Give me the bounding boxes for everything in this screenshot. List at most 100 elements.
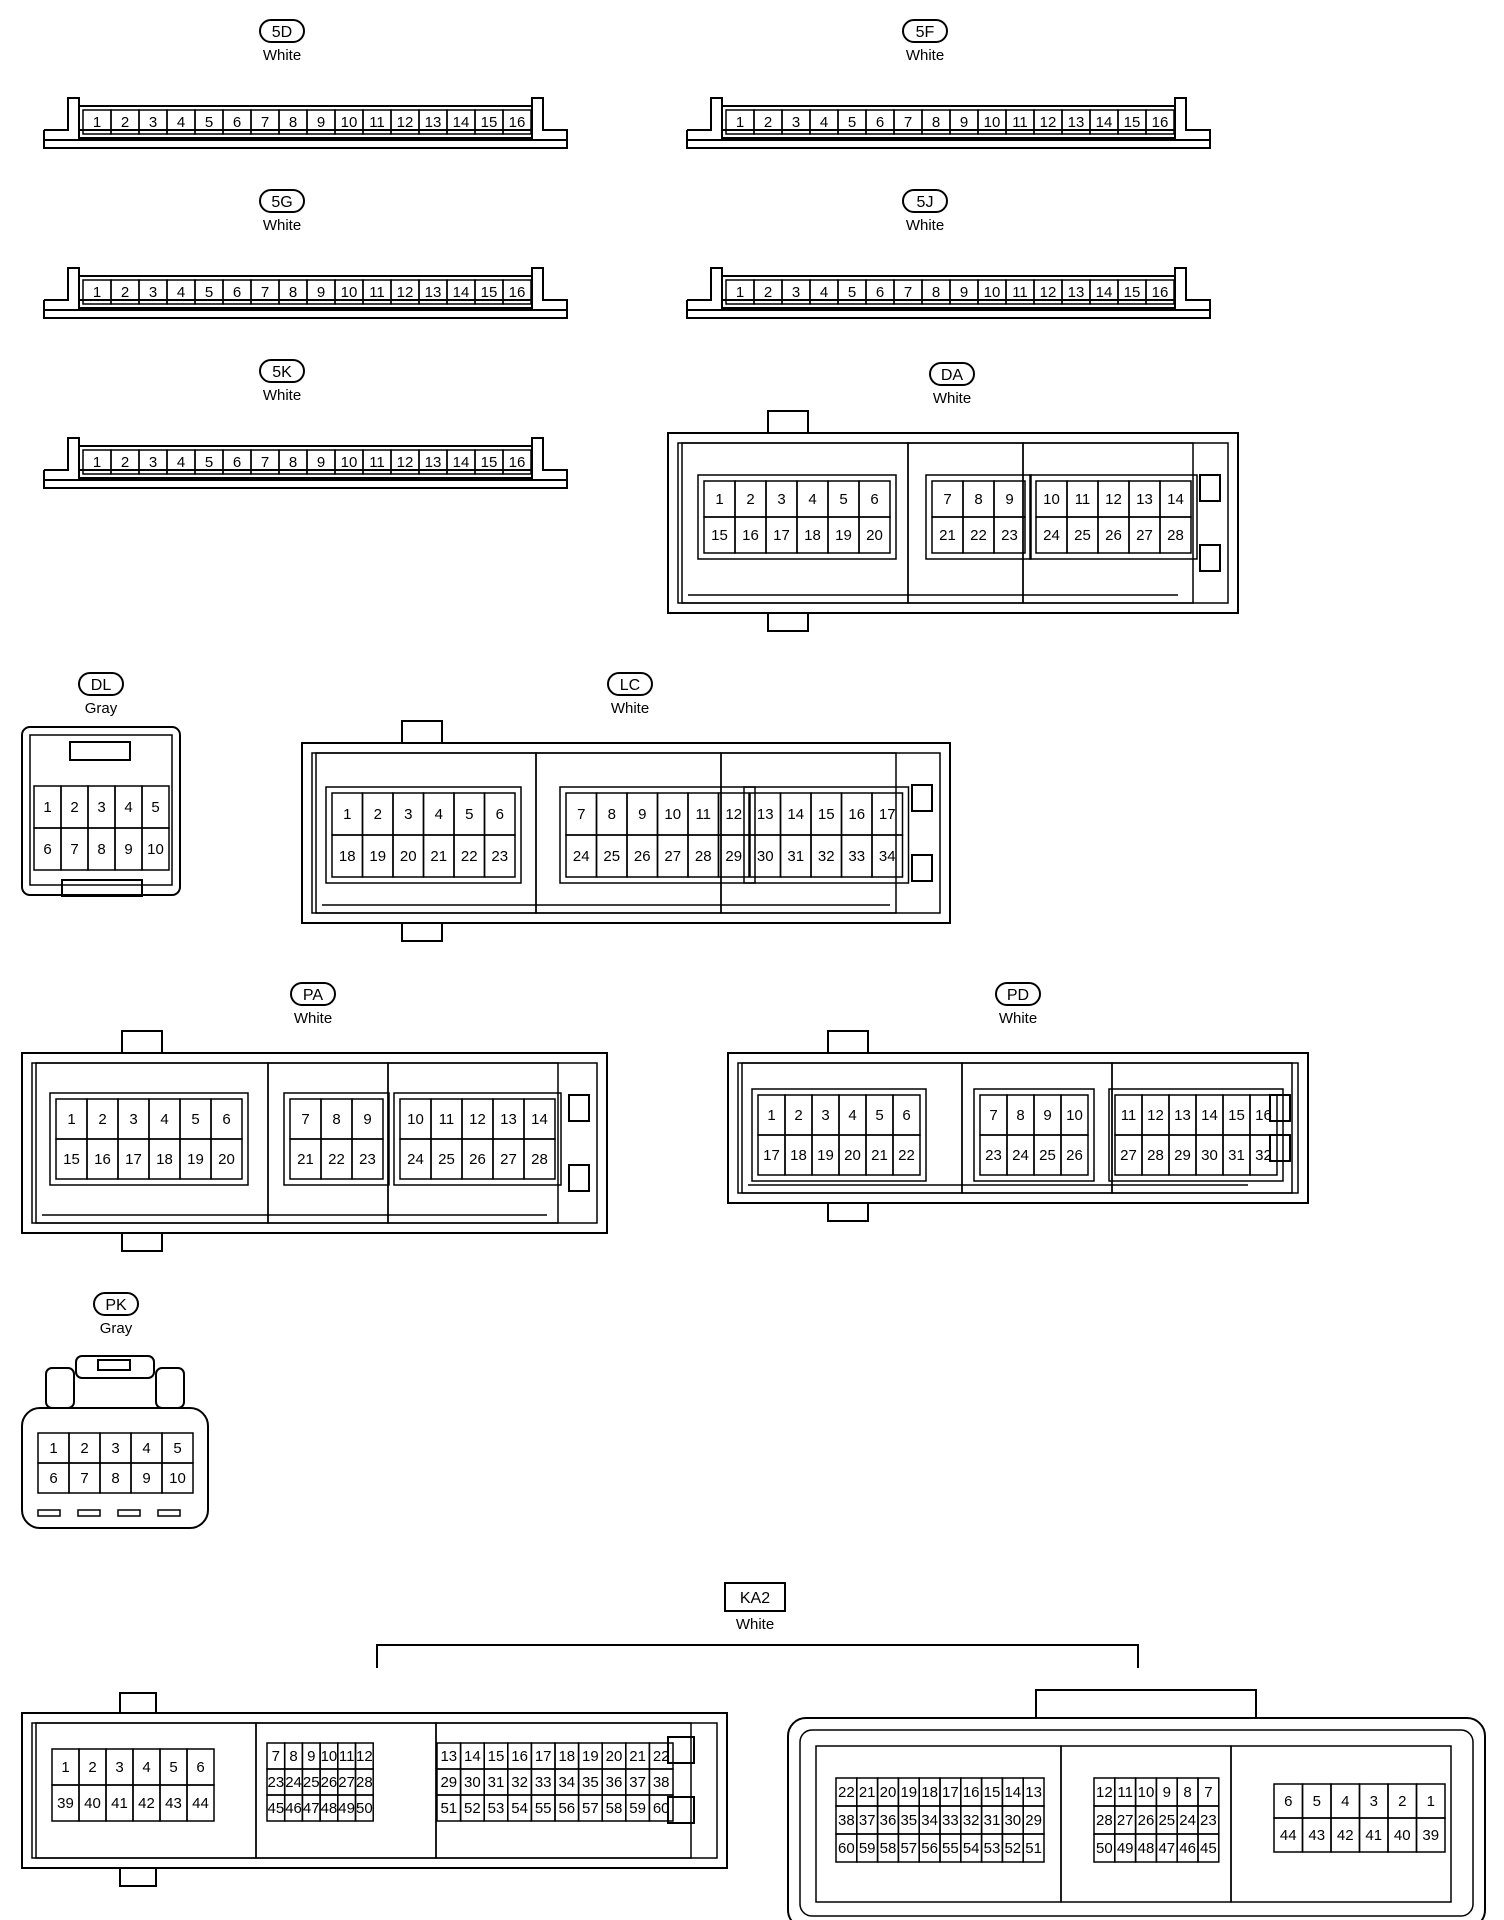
pin-number: 5 — [875, 1107, 883, 1124]
pin-number: 26 — [1138, 1812, 1155, 1829]
pin-number: 4 — [160, 1111, 168, 1128]
pin-number: 8 — [289, 114, 297, 131]
pin-number: 47 — [303, 1800, 320, 1817]
pin-number: 26 — [634, 848, 651, 865]
pin-number: 1 — [61, 1759, 69, 1776]
connector-section — [535, 752, 722, 914]
pin-number: 7 — [272, 1748, 280, 1765]
pin-number: 12 — [397, 284, 414, 301]
lock-tab — [75, 1355, 155, 1379]
pin-number: 23 — [985, 1147, 1002, 1164]
connector-section — [1111, 1062, 1293, 1194]
pin-number: 12 — [1040, 284, 1057, 301]
connector-section — [435, 1722, 692, 1859]
pin-number: 29 — [440, 1774, 457, 1791]
connector-housing — [21, 1052, 608, 1234]
connector-color-label: White — [263, 47, 301, 64]
pin-cell — [858, 516, 891, 554]
pin-number: 37 — [629, 1774, 646, 1791]
pin-number: 24 — [1179, 1812, 1196, 1829]
pin-number: 51 — [1025, 1840, 1042, 1857]
lock-tab — [1035, 1689, 1257, 1719]
pin-number: 33 — [535, 1774, 552, 1791]
pin-number: 11 — [439, 1111, 455, 1128]
pin-number: 44 — [192, 1795, 209, 1812]
connector-housing — [21, 1407, 209, 1529]
pin-number: 27 — [1136, 527, 1153, 544]
pin-number: 2 — [121, 114, 129, 131]
pin-number: 4 — [1341, 1793, 1349, 1810]
pin-number: 60 — [838, 1840, 855, 1857]
pin-number: 34 — [921, 1812, 938, 1829]
pin-number: 50 — [356, 1800, 373, 1817]
pin-number: 6 — [43, 841, 51, 858]
pin-number: 3 — [821, 1107, 829, 1124]
connector-code-label: PD — [1007, 987, 1029, 1004]
pin-number: 57 — [900, 1840, 917, 1857]
pin-number: 21 — [629, 1748, 646, 1765]
pin-number: 2 — [746, 491, 754, 508]
connector-inner-wall — [311, 752, 941, 914]
pin-number: 13 — [425, 114, 442, 131]
pin-number: 30 — [1201, 1147, 1218, 1164]
pin-number: 4 — [848, 1107, 856, 1124]
pin-number: 49 — [338, 1800, 355, 1817]
lock-tab — [827, 1202, 869, 1222]
pin-number: 11 — [369, 284, 385, 301]
pin-number: 5 — [169, 1759, 177, 1776]
pin-number: 57 — [582, 1800, 599, 1817]
pin-number: 25 — [603, 848, 620, 865]
pin-number: 3 — [129, 1111, 137, 1128]
pin-number: 11 — [695, 806, 711, 823]
pin-number: 1 — [715, 491, 723, 508]
pin-number: 4 — [124, 799, 132, 816]
pin-number: 42 — [1337, 1827, 1354, 1844]
pin-cell — [993, 516, 1026, 554]
connector-section — [961, 1062, 1113, 1194]
pin-number: 3 — [792, 284, 800, 301]
pin-number: 3 — [115, 1759, 123, 1776]
connector-color-label: White — [294, 1010, 332, 1027]
pin-number: 1 — [93, 454, 101, 471]
pin-cell — [502, 279, 532, 305]
pin-number: 13 — [1068, 114, 1085, 131]
pin-number: 13 — [757, 806, 774, 823]
pin-number: 9 — [1005, 491, 1013, 508]
pin-cell — [892, 1134, 921, 1176]
pin-number: 12 — [1096, 1784, 1113, 1801]
pin-number: 32 — [963, 1812, 980, 1829]
pin-number: 4 — [177, 454, 185, 471]
pin-number: 54 — [963, 1840, 980, 1857]
pin-number: 19 — [369, 848, 386, 865]
pin-number: 3 — [97, 799, 105, 816]
connector-tag-frame — [902, 19, 948, 43]
connector-code-label: 5K — [272, 364, 292, 381]
pin-number: 17 — [763, 1147, 780, 1164]
pin-number: 47 — [1158, 1840, 1175, 1857]
pin-number: 13 — [425, 284, 442, 301]
pin-number: 12 — [1147, 1107, 1164, 1124]
pin-cell — [648, 1794, 674, 1822]
pin-number: 9 — [1163, 1784, 1171, 1801]
lock-tab — [121, 1232, 163, 1252]
pin-number: 5 — [205, 114, 213, 131]
connector-section — [720, 752, 897, 914]
pin-number: 6 — [876, 114, 884, 131]
pin-number: 14 — [1096, 284, 1113, 301]
pin-number: 14 — [1096, 114, 1113, 131]
pin-number: 19 — [582, 1748, 599, 1765]
pin-number: 13 — [1136, 491, 1153, 508]
pin-number: 6 — [233, 284, 241, 301]
pin-block — [751, 1088, 927, 1182]
pin-number: 9 — [307, 1748, 315, 1765]
pin-number: 10 — [984, 284, 1001, 301]
pin-number: 12 — [356, 1748, 373, 1765]
lock-tab — [827, 1030, 869, 1054]
pin-number: 38 — [838, 1812, 855, 1829]
pin-number: 8 — [289, 454, 297, 471]
